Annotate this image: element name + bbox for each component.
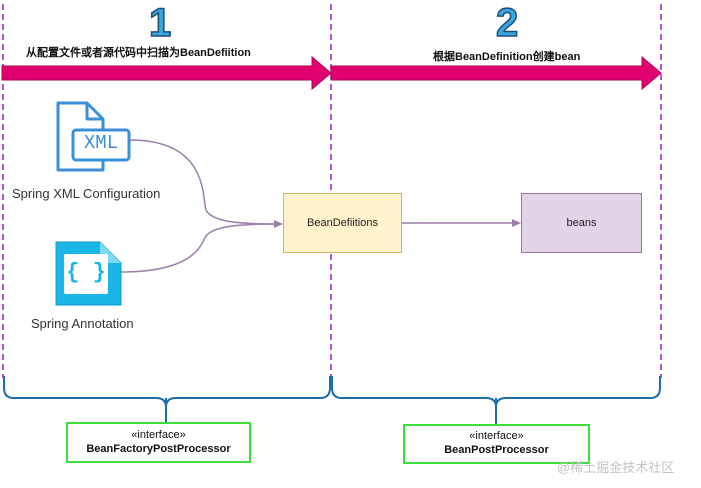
bean-post-processor-stereotype: «interface»: [469, 430, 524, 443]
annotation-caption: Spring Annotation: [31, 316, 134, 331]
bean-post-processor-box: «interface» BeanPostProcessor: [403, 424, 590, 464]
step-2-arrow: [330, 55, 662, 91]
connector-arrowhead-1: [274, 220, 283, 228]
bean-definitions-box: BeanDefiitions: [283, 193, 402, 253]
step-1-number: 1: [148, 1, 172, 45]
xml-config-caption: Spring XML Configuration: [12, 186, 161, 201]
braces-icon-label: { }: [66, 260, 106, 285]
watermark: @稀土掘金技术社区: [557, 460, 675, 475]
step-1-arrow: [1, 55, 332, 91]
step-1-description: 从配置文件或者源代码中扫描为BeanDefiition: [26, 47, 251, 59]
braces-file-icon: [55, 241, 122, 306]
xml-file-icon: [56, 101, 131, 172]
bean-factory-post-processor-box: «interface» BeanFactoryPostProcessor: [66, 422, 251, 463]
xml-icon-label: XML: [83, 132, 119, 154]
step-2-description: 根据BeanDefinition创建bean: [433, 51, 581, 63]
connector-xml-to-beandefinitions: [129, 139, 277, 225]
connector-arrowhead-2: [512, 219, 521, 227]
step-2-number: 2: [495, 1, 519, 45]
connector-annotation-to-beandefinitions: [120, 223, 277, 273]
beans-box: beans: [521, 193, 642, 253]
bean-factory-post-processor-name: BeanFactoryPostProcessor: [86, 442, 231, 455]
bean-factory-post-processor-stereotype: «interface»: [131, 428, 186, 441]
bean-post-processor-name: BeanPostProcessor: [444, 444, 549, 456]
